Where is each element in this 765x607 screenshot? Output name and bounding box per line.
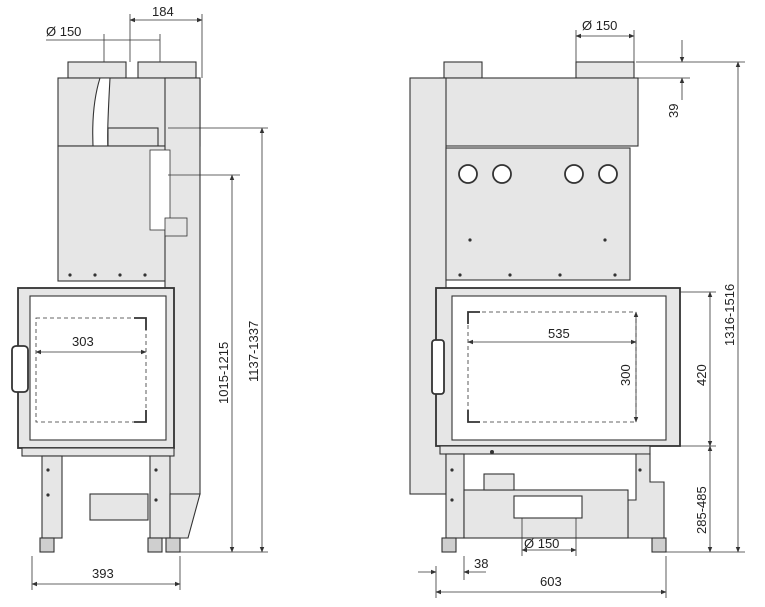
side-flue-collar-plate bbox=[107, 127, 159, 147]
side-leg-left bbox=[41, 455, 63, 539]
front-inner-height-label: 300 bbox=[618, 364, 633, 386]
front-leg-right bbox=[627, 453, 665, 539]
front-top-step-label: 39 bbox=[666, 104, 681, 118]
side-corner-mark-br bbox=[134, 410, 147, 423]
side-flue-collar-right bbox=[137, 61, 197, 79]
side-door-inner bbox=[29, 295, 167, 441]
side-firebox-dashed bbox=[35, 317, 147, 423]
side-ash-tray bbox=[89, 493, 149, 521]
side-top-offset-label: 184 bbox=[152, 4, 174, 19]
front-flue-collar-left bbox=[443, 61, 483, 79]
front-ash-box bbox=[483, 473, 515, 491]
side-view: Ø 150 184 303 1015-1215 1137-1337 393 bbox=[11, 4, 268, 590]
front-air-inlet-1 bbox=[458, 164, 478, 184]
front-glass-height-label: 420 bbox=[694, 364, 709, 386]
side-foot-right bbox=[165, 537, 181, 553]
side-spigot bbox=[164, 217, 188, 237]
front-base-height-label: 285-485 bbox=[694, 486, 709, 534]
side-inner-width-label: 303 bbox=[72, 334, 94, 349]
front-leg-left bbox=[445, 453, 465, 539]
front-inner-width-label: 535 bbox=[548, 326, 570, 341]
side-total-depth-label: 393 bbox=[92, 566, 114, 581]
front-air-inlet-3 bbox=[564, 164, 584, 184]
front-door-inner bbox=[451, 295, 667, 441]
side-base-plate bbox=[21, 447, 175, 457]
side-flue-diameter-label: Ø 150 bbox=[46, 24, 81, 39]
front-top-box bbox=[439, 77, 639, 147]
side-flue-collar-left bbox=[67, 61, 127, 79]
front-total-width-label: 603 bbox=[540, 574, 562, 589]
side-door-handle bbox=[11, 345, 29, 393]
side-foot-mid bbox=[147, 537, 163, 553]
front-foot-left bbox=[441, 537, 457, 553]
side-height-b-label: 1137-1337 bbox=[246, 321, 261, 382]
front-foot-right bbox=[651, 537, 667, 553]
front-leg-offset-label: 38 bbox=[474, 556, 488, 571]
front-firebox-dashed bbox=[467, 311, 637, 423]
side-back-foot bbox=[169, 493, 201, 539]
front-air-inlet-4 bbox=[598, 164, 618, 184]
side-corner-mark-tl bbox=[134, 317, 147, 330]
front-flue-diameter-bottom-label: Ø 150 bbox=[524, 536, 559, 551]
front-corner-mark-bl bbox=[467, 410, 480, 423]
front-flue-diameter-top-label: Ø 150 bbox=[582, 18, 617, 33]
side-height-a-label: 1015-1215 bbox=[216, 342, 231, 404]
front-door-handle bbox=[431, 339, 445, 395]
front-corner-mark-tl bbox=[467, 311, 480, 324]
front-air-inlet-2 bbox=[492, 164, 512, 184]
front-base-plate bbox=[439, 445, 651, 455]
front-flue-collar-right bbox=[575, 61, 635, 79]
front-bottom-flue bbox=[513, 495, 583, 519]
side-leg-right bbox=[149, 455, 171, 539]
side-foot-left bbox=[39, 537, 55, 553]
front-total-height-label: 1316-1516 bbox=[722, 284, 737, 346]
side-heat-exchanger bbox=[149, 149, 171, 231]
front-view: Ø 150 39 535 300 420 285-485 1316-1516 Ø… bbox=[409, 18, 745, 598]
